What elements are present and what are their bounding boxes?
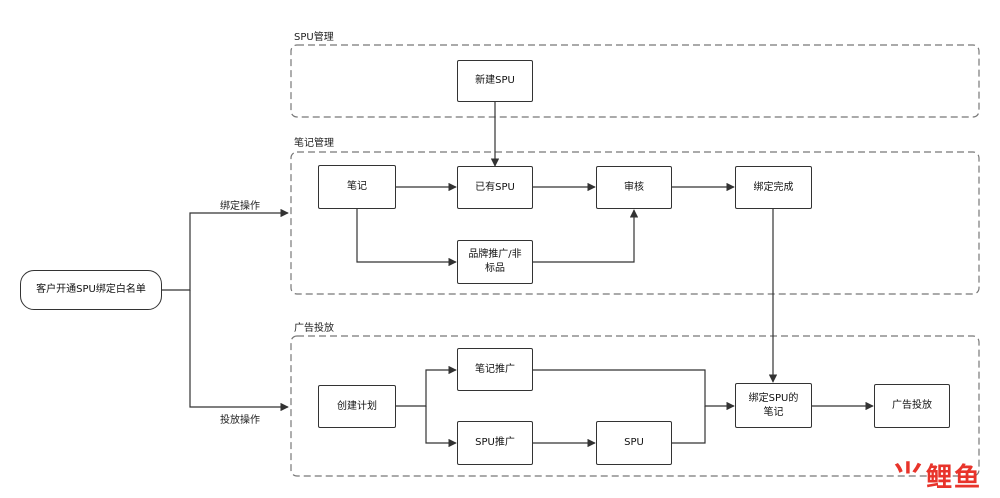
edge-createplan-to-notepromo [396,365,457,407]
ad-delivery-text: 广告投放 [892,400,932,411]
fire-icon: ⺌ [891,458,924,496]
review-text: 审核 [624,181,644,193]
ad-delivery-label: 广告投放 [294,323,334,334]
watermark-text: 鲤鱼 [925,463,982,493]
edge-note-to-brandpromo [356,209,457,267]
edge-start-to-bind [162,208,289,291]
existing-spu-node: 已有SPU [457,166,533,209]
note-text: 笔记 [347,181,367,192]
existing-spu-text: 已有SPU [475,181,515,193]
edge-spu-to-boundnote [672,406,706,444]
note-node: 笔记 [318,165,396,209]
note-promo-node: 笔记推广 [457,348,533,391]
bind-complete-node: 绑定完成 [735,166,812,209]
edge-notepromo-to-boundnote [533,369,735,411]
watermark-logo: ⺌ 鲤鱼 [892,460,982,494]
ad-delivery-node: 广告投放 [874,384,950,428]
spu-promo-node: SPU推广 [457,421,533,465]
bound-spu-note-node: 绑定SPU的 笔记 [735,383,812,428]
spu-management-group [290,44,980,118]
bind-complete-text: 绑定完成 [753,181,794,193]
bind-operation-label: 绑定操作 [220,201,260,212]
note-management-label: 笔记管理 [294,138,334,149]
spu-node: SPU [596,421,672,465]
spu-text: SPU [624,437,644,448]
ad-delivery-group [290,335,980,477]
note-promo-text: 笔记推广 [475,363,515,375]
edge-createplan-to-spupromo [425,406,457,448]
brand-promo-text: 品牌推广/非 标品 [468,249,522,274]
bound-spu-note-text: 绑定SPU的 笔记 [748,392,799,418]
spu-management-label: SPU管理 [294,32,334,43]
note-management-group [290,151,980,295]
delivery-operation-label: 投放操作 [220,415,260,426]
create-plan-text: 创建计划 [337,400,377,412]
brand-promo-node: 品牌推广/非 标品 [457,240,533,284]
start-node: 客户开通SPU绑定白名单 [20,270,162,310]
new-spu-node: 新建SPU [457,60,533,102]
start-node-text: 客户开通SPU绑定白名单 [36,284,146,295]
edge-brandpromo-to-review [533,209,639,263]
review-node: 审核 [596,166,672,209]
create-plan-node: 创建计划 [318,385,396,428]
edge-start-to-delivery [189,290,289,412]
new-spu-text: 新建SPU [475,75,515,86]
spu-promo-text: SPU推广 [475,437,515,448]
